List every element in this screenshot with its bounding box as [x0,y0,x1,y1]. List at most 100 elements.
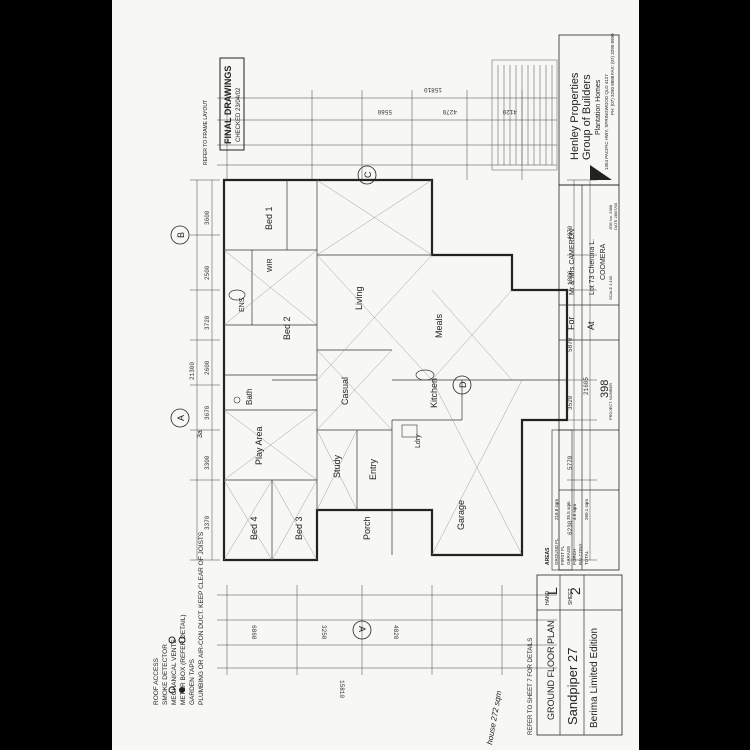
area-label-total: TOTAL [584,550,589,565]
room-porch: Porch [362,516,372,540]
plan-title: GROUND FLOOR PLAN [546,620,556,720]
dim-bottom-c: 4820 [392,625,399,640]
section-marker-b [170,225,190,245]
left-dimension-strings: 21300 3370 3300 3670 2600 3720 2500 3600 [189,179,220,561]
section-a-left-label: A [176,415,186,421]
client-name: Mr & Mrs CAMERON [569,229,576,295]
room-ldry: Ldry [415,434,422,448]
section-3a-label: 3a [197,430,204,438]
plan-sheet: 15810 5560 4270 4120 FINAL DRAWINGS CHEC… [112,0,639,750]
dim-top-total: 15810 [424,86,442,93]
dim-left-d: 2600 [204,360,211,375]
job-number: JOB No. 9388 [608,204,613,230]
section-marker-d [452,375,472,395]
stamp-title: FINAL DRAWINGS [223,66,233,144]
room-casual: Casual [340,377,350,405]
company-fax: FAX: (07) 3290 8990 [610,33,615,75]
at-label: At [586,321,596,330]
hand-label: HAND [545,590,551,605]
legend-item-6: PLUMBING OR AIR-CON DUCT. KEEP CLEAR OF … [198,531,205,705]
room-meals: Meals [434,313,444,338]
section-marker-a-left [170,408,190,428]
dim-bottom-b: 3250 [320,625,327,640]
areas-table: AREAS GROUND FL 218.8 sqm FIRST FL GARAG… [545,429,589,571]
room-living: Living [354,286,364,310]
room-bath: Bath [245,389,254,405]
section-b-label: B [176,232,186,238]
bathtub-icon [228,289,246,301]
room-bed1: Bed 1 [264,206,274,230]
for-label: For [566,316,576,330]
dim-right-f: 4370 [567,225,574,240]
company-phone: PH: (07) 3290 8888 [610,75,615,115]
project-number: 398 [599,380,611,398]
company-block: Henley Properties Group of Builders Plan… [558,33,620,186]
dim-left-c: 3670 [204,405,211,420]
company-name-2: Group of Builders [581,74,593,160]
laundry-tub-icon [401,424,418,438]
drawn-date: DATE 28/07/00 [613,202,618,230]
company-logo-icon [590,165,612,180]
company-division: Plantation Homes [595,79,602,135]
stamp-checked: CHECKED 23/04/02 [236,87,242,142]
suburb: COOMERA [600,244,607,281]
area-label-garage: GARAGE [566,546,571,565]
design-name: Sandpiper 27 [565,648,580,725]
legend-item-4: METER BOX (REFER DETAIL) [180,614,187,705]
dim-left-e: 3720 [204,315,211,330]
frame-note: REFER TO FRAME LAYOUT [203,100,209,165]
edition-name: Berima Limited Edition [589,628,600,728]
areas-heading: AREAS [545,547,551,565]
dim-bottom-a: 6860 [250,625,257,640]
refer-sheet-note: REFER TO SHEET 7 FOR DETAILS [528,638,534,735]
general-notes-block [491,59,558,171]
area-label-porch: PORCH [572,549,577,565]
area-label-first: FIRST FL [560,545,565,565]
lot-address: Lot 73 Cherona L. [589,239,596,295]
room-entry: Entry [368,458,378,480]
dim-right-a: 6230 [567,520,574,535]
room-wir: WIR [267,258,274,272]
company-name-1: Henley Properties [569,72,581,160]
symbol-legend: ROOF ACCESS SMOKE DETECTOR MECHANICAL VE… [153,531,205,705]
room-bed3: Bed 3 [294,516,304,540]
area-label-ground: GROUND FL [554,538,559,565]
legend-item-3: MECHANICAL VENTS [171,638,178,705]
floor-plan-drawing: 15810 5560 4270 4120 FINAL DRAWINGS CHEC… [153,33,623,746]
scale: SCALE 1:100 [608,275,613,300]
dim-right-d: 5870 [567,337,574,352]
room-play-area: Play Area [254,426,264,465]
room-study: Study [332,454,342,478]
dim-left-a: 3370 [204,515,211,530]
dim-top-b: 4270 [442,108,457,115]
company-address: 1354 PACIFIC HWY, SPRINGWOOD QLD 4127 [604,74,609,170]
dim-right-e: 1800 [567,270,574,285]
top-dimension-strings: 15810 5560 4270 4120 [217,86,557,180]
sheet-value: 2 [567,587,583,595]
area-label-balcony: BALCONY [578,543,583,565]
dim-left-b: 3300 [204,455,211,470]
dim-right-b: 5770 [567,455,574,470]
handwritten-note: house 272 sqm [485,690,503,746]
dim-left-g: 3600 [204,210,211,225]
dim-top-a: 5560 [377,108,392,115]
area-value-garage: 35.5 sqm [566,501,571,520]
dim-right-c: 3520 [567,395,574,410]
final-drawings-stamp: FINAL DRAWINGS CHECKED 23/04/02 [219,57,245,151]
legend-item-1: ROOF ACCESS [153,657,160,705]
section-marker-c [357,165,377,185]
section-c-label: C [363,171,373,178]
section-d-label: D [458,381,468,388]
area-value-porch: 4.6 sqm [572,504,577,520]
dim-left-f: 2500 [204,265,211,280]
floor-plan: Bed 1 WIR ENS Bed 2 Living Meals Casual … [170,165,569,562]
dim-left-total: 21300 [189,362,196,380]
room-bed4: Bed 4 [249,516,259,540]
legend-item-5: GARDEN TAPS [189,658,196,705]
project-number-label: PROJECT NUMBER [608,383,613,420]
room-ens: ENS [239,297,246,312]
room-garage: Garage [456,500,466,530]
kitchen-sink-icon [415,369,435,381]
sheet-label: SHEET [568,588,574,605]
dim-right-total: 21605 [583,377,590,395]
